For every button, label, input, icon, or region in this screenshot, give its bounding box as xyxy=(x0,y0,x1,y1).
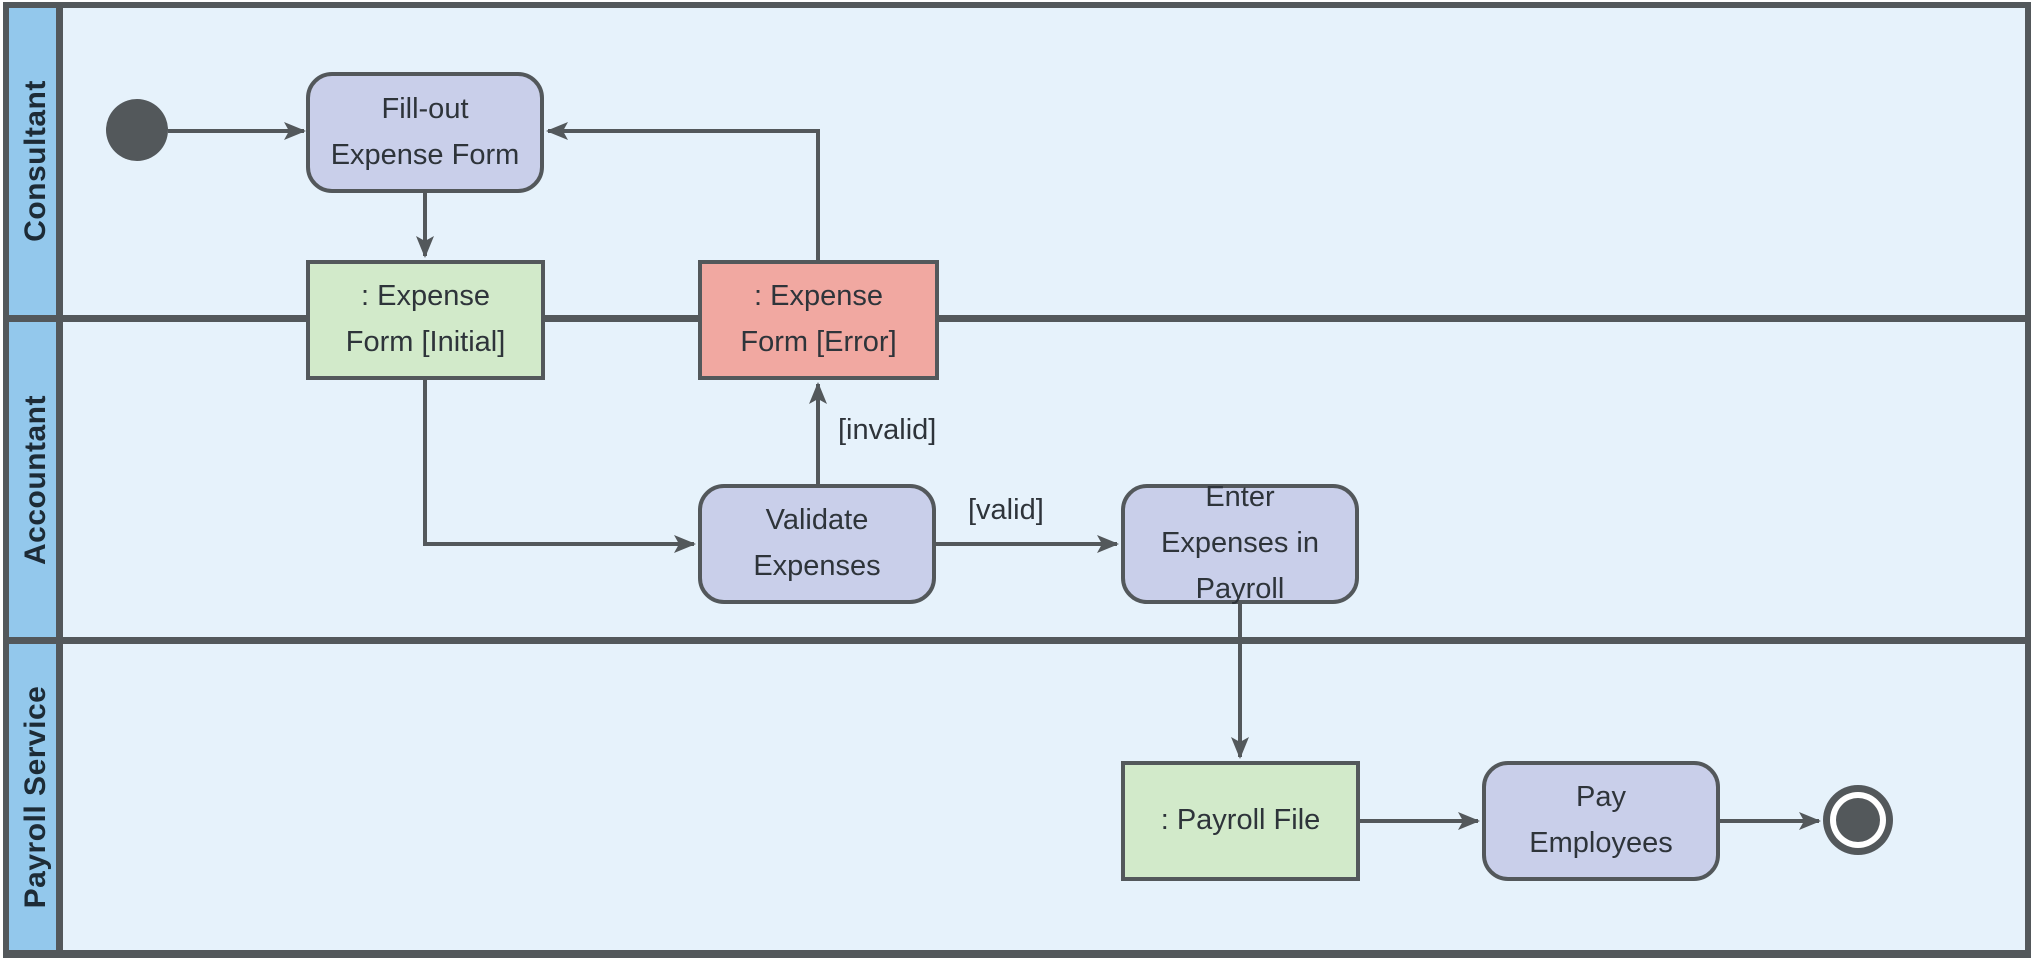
object-expense-form-initial: : Expense Form [Initial] xyxy=(306,260,545,380)
action-enter-expenses-in-payroll: Enter Expenses in Payroll xyxy=(1121,481,1359,605)
guard-label-valid: [valid] xyxy=(968,494,1044,526)
lane-divider-accountant-payroll xyxy=(9,637,2025,644)
object-expense-form-error: : Expense Form [Error] xyxy=(698,260,939,380)
action-validate-expenses: Validate Expenses xyxy=(698,484,936,604)
edge-initial-to-validate xyxy=(423,380,696,553)
activity-final-node xyxy=(1823,785,1893,855)
action-fill-out-expense-form: Fill-out Expense Form xyxy=(306,72,544,193)
final-node-core xyxy=(1836,798,1880,842)
lane-label-column xyxy=(9,8,63,950)
guard-label-invalid: [invalid] xyxy=(838,414,937,446)
lane-divider-consultant-accountant xyxy=(9,315,2025,322)
action-pay-employees: Pay Employees xyxy=(1482,761,1720,881)
initial-node xyxy=(106,99,168,161)
edge-error-to-fillout xyxy=(546,122,820,260)
object-payroll-file: : Payroll File xyxy=(1121,761,1360,881)
